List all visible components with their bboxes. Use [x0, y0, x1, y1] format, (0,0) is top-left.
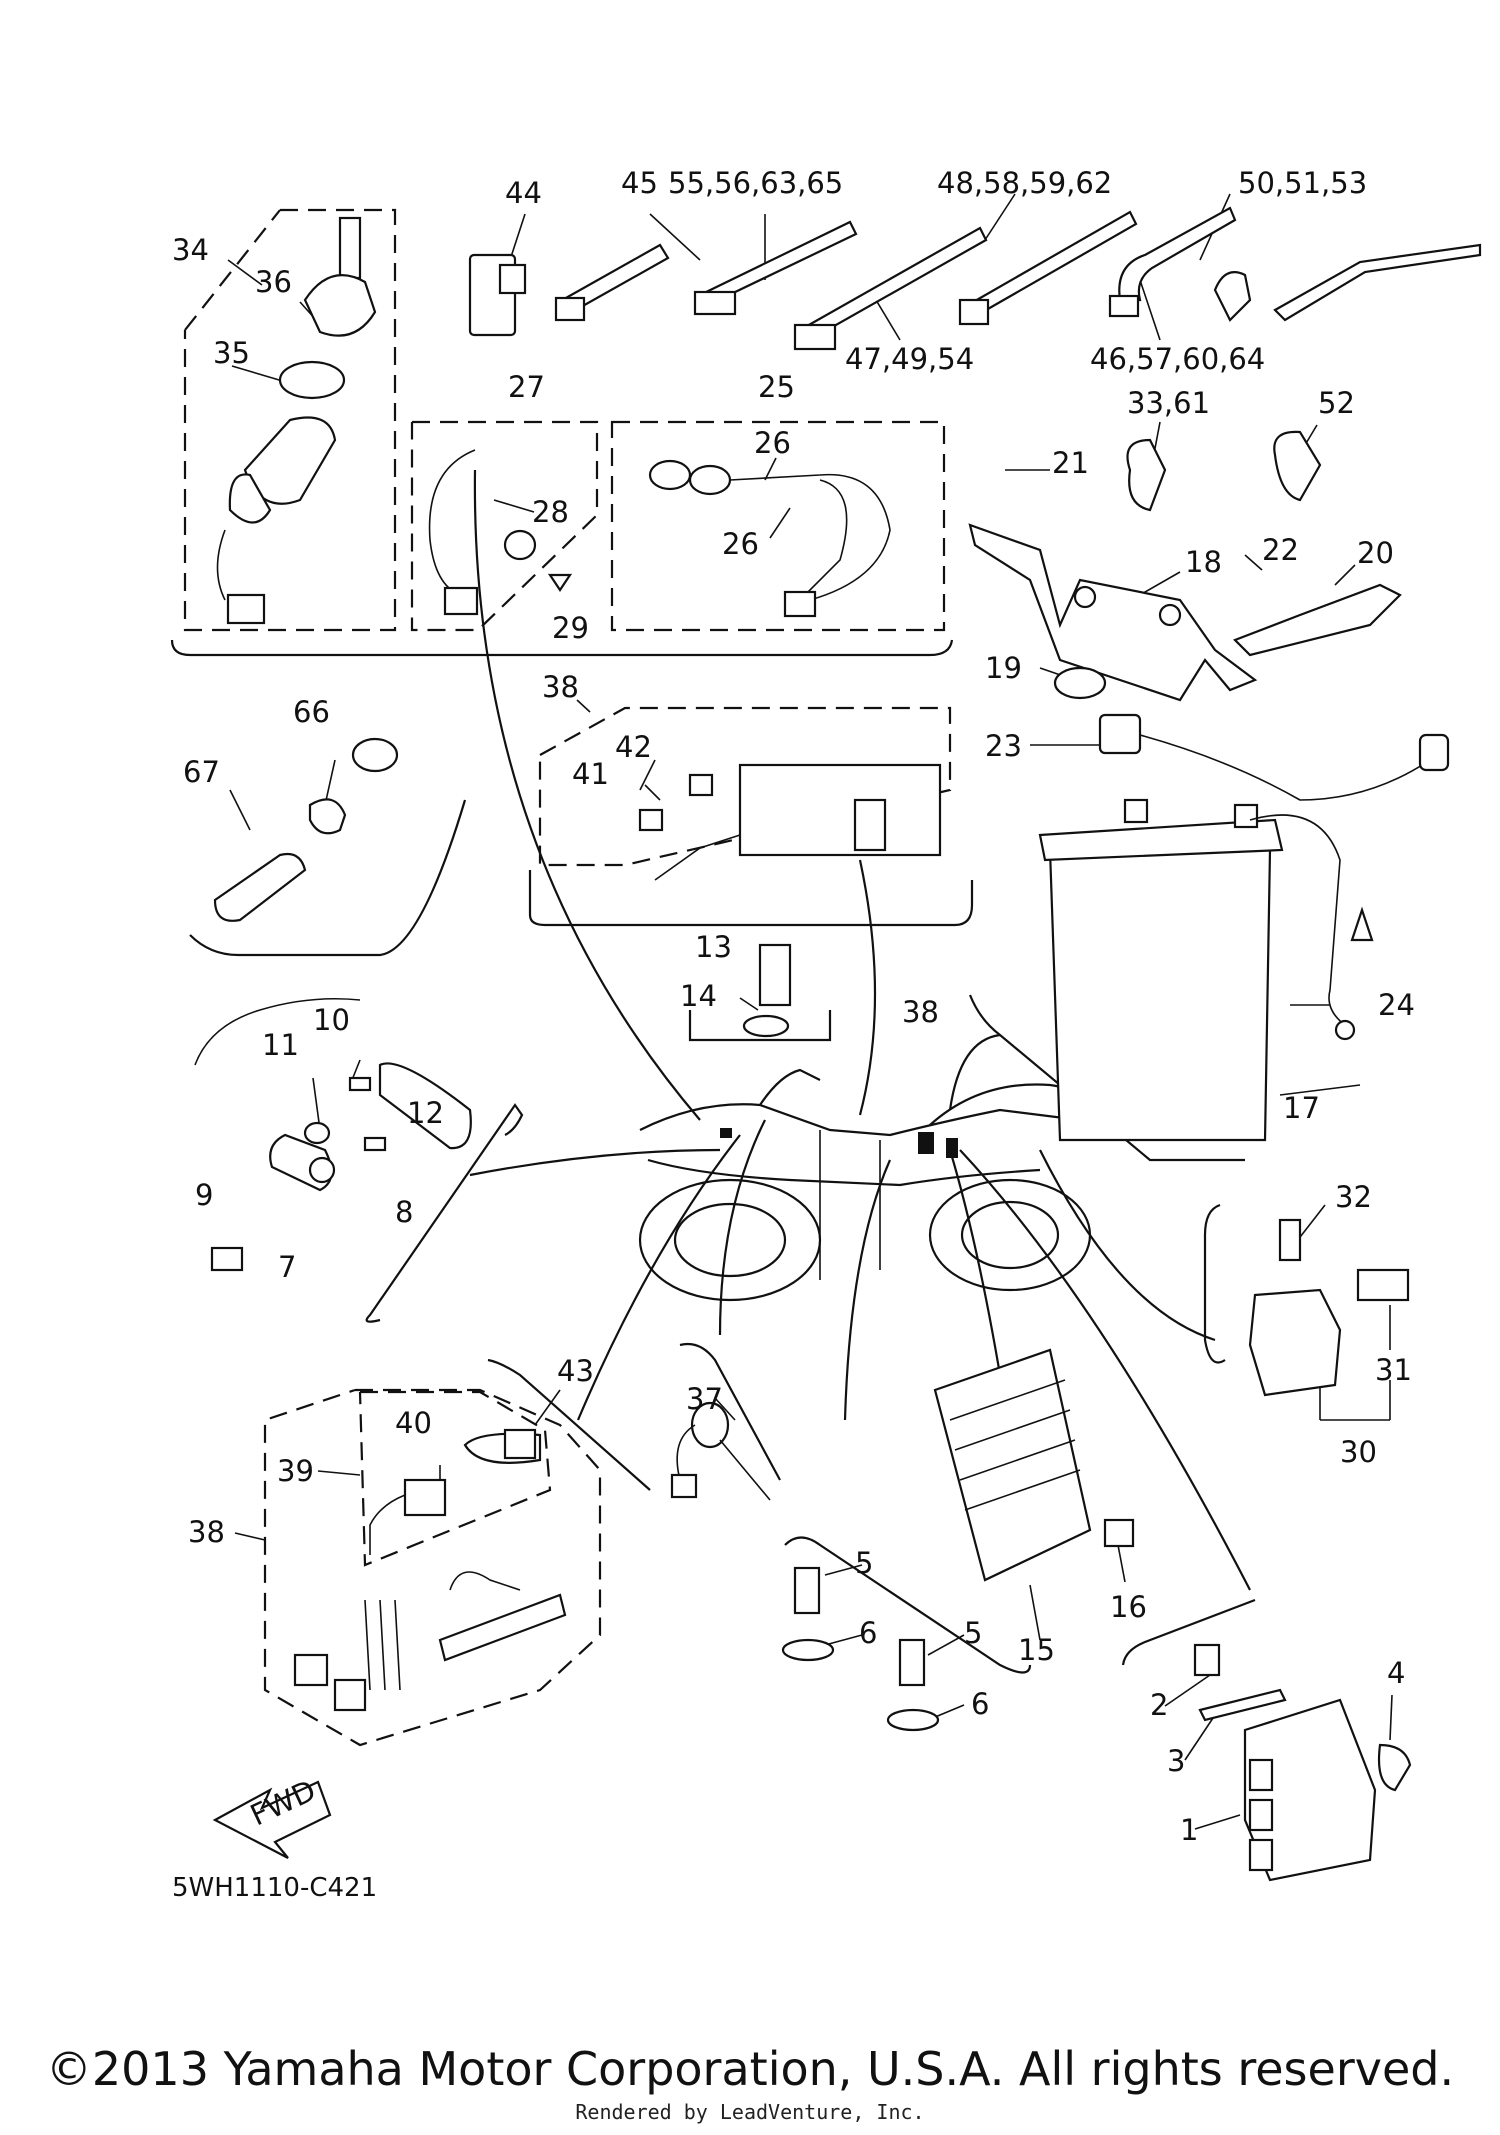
callout-33-61: 33,61 [1127, 386, 1210, 420]
callout-50-51-53: 50,51,53 [1238, 166, 1367, 200]
callout-16: 16 [1110, 1590, 1147, 1624]
callout-24: 24 [1378, 988, 1415, 1022]
callout-52: 52 [1318, 386, 1355, 420]
callout-7: 7 [278, 1250, 296, 1284]
callout-37: 37 [686, 1382, 723, 1416]
callout-2: 2 [1150, 1688, 1168, 1722]
callout-5-left: 5 [855, 1546, 873, 1580]
rendered-by-notice: Rendered by LeadVenture, Inc. [575, 2100, 925, 2124]
callout-6-left: 6 [859, 1616, 877, 1650]
callout-32: 32 [1335, 1180, 1372, 1214]
callout-10: 10 [313, 1003, 350, 1037]
callout-44: 44 [505, 176, 542, 210]
callout-21: 21 [1052, 446, 1089, 480]
callout-26-lower: 26 [722, 527, 759, 561]
callout-55-56-63-65: 55,56,63,65 [668, 166, 843, 200]
copyright-notice: ©2013 Yamaha Motor Corporation, U.S.A. A… [45, 2042, 1455, 2096]
callout-20: 20 [1357, 536, 1394, 570]
atv-drawing [469, 469, 1251, 1591]
callout-31: 31 [1375, 1353, 1412, 1387]
group-outlines [170, 208, 1256, 1747]
drawing-code: 5WH1110-C421 [172, 1873, 378, 1903]
callout-48-58-59-62: 48,58,59,62 [937, 166, 1112, 200]
callout-14: 14 [680, 979, 717, 1013]
callout-1: 1 [1180, 1813, 1198, 1847]
callout-36: 36 [255, 265, 292, 299]
callout-34: 34 [172, 233, 209, 267]
callout-45: 45 [621, 166, 658, 200]
callout-3: 3 [1167, 1744, 1185, 1778]
callout-40: 40 [395, 1406, 432, 1440]
callout-26-upper: 26 [754, 426, 791, 460]
leader-lines [227, 193, 1393, 1830]
callout-17: 17 [1283, 1091, 1320, 1125]
callout-19: 19 [985, 651, 1022, 685]
callout-8: 8 [395, 1195, 413, 1229]
callout-13: 13 [695, 930, 732, 964]
callout-6-right: 6 [971, 1687, 989, 1721]
callout-29: 29 [552, 611, 589, 645]
callout-43: 43 [557, 1354, 594, 1388]
callout-18: 18 [1185, 545, 1222, 579]
callout-42: 42 [615, 730, 652, 764]
callout-labels: 44 45 55,56,63,65 48,58,59,62 50,51,53 4… [172, 166, 1415, 1847]
callout-4: 4 [1387, 1656, 1405, 1690]
callout-12: 12 [407, 1096, 444, 1130]
callout-41: 41 [572, 757, 609, 791]
part-drawings [194, 206, 1482, 1882]
callout-39: 39 [277, 1454, 314, 1488]
callout-9: 9 [195, 1178, 213, 1212]
callout-35: 35 [213, 336, 250, 370]
callout-23: 23 [985, 729, 1022, 763]
callout-15: 15 [1018, 1633, 1055, 1667]
callout-25: 25 [758, 370, 795, 404]
callout-30: 30 [1340, 1435, 1377, 1469]
callout-11: 11 [262, 1028, 299, 1062]
callout-5-right: 5 [964, 1616, 982, 1650]
callout-38-fusebox: 38 [542, 670, 579, 704]
callout-38-harness: 38 [188, 1515, 225, 1549]
callout-27: 27 [508, 370, 545, 404]
callout-47-49-54: 47,49,54 [845, 342, 974, 376]
callout-28: 28 [532, 495, 569, 529]
callout-46-57-60-64: 46,57,60,64 [1090, 342, 1265, 376]
callout-67: 67 [183, 755, 220, 789]
callout-22: 22 [1262, 533, 1299, 567]
callout-66: 66 [293, 695, 330, 729]
callout-38-center: 38 [902, 995, 939, 1029]
